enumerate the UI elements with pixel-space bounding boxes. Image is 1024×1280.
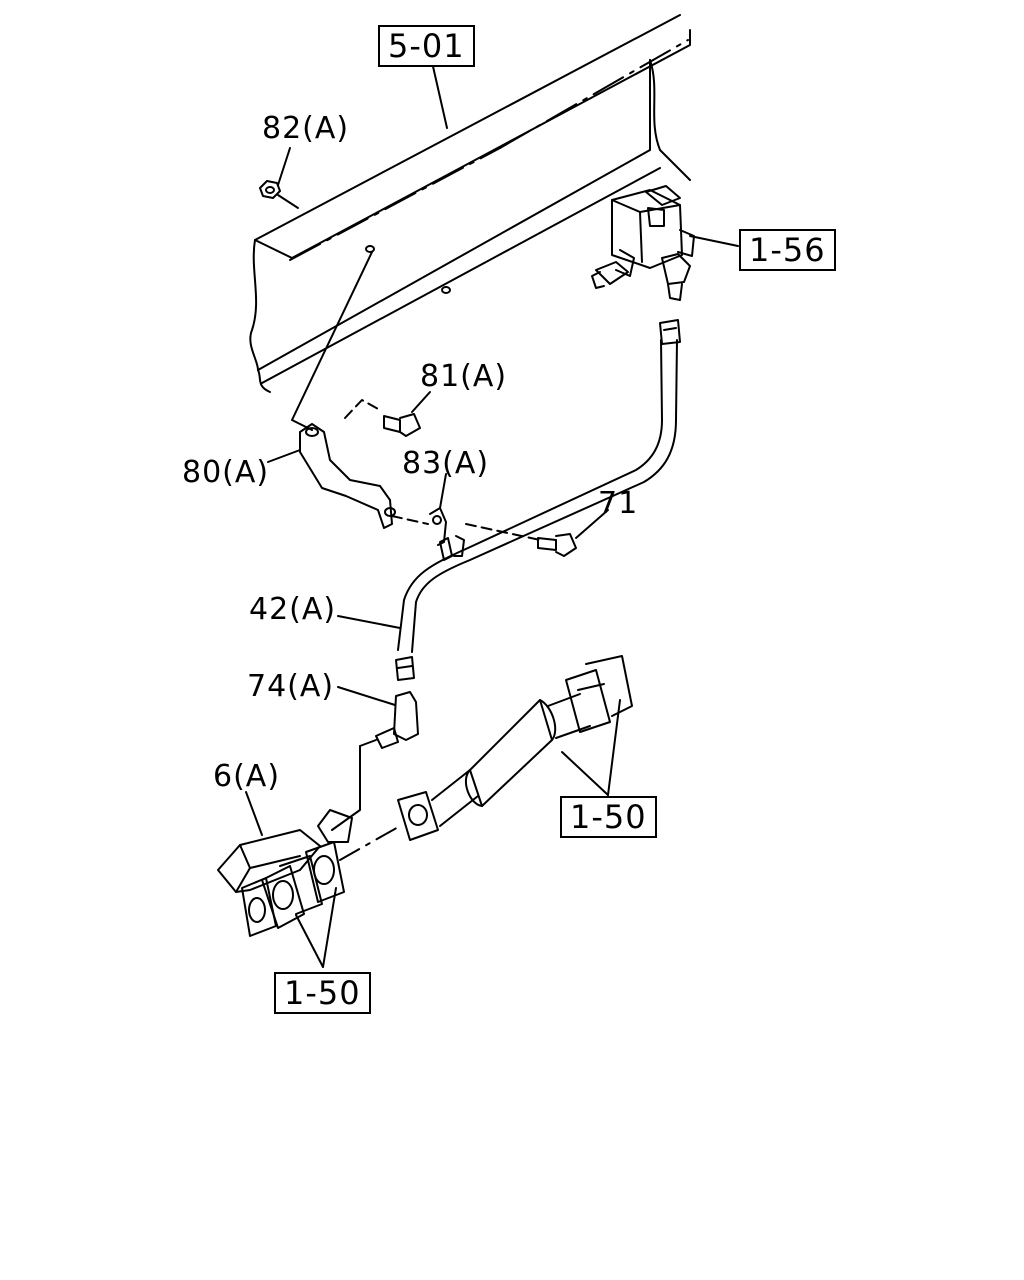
callout-82a: 82(A)	[262, 111, 350, 146]
ref-1-50-bottom: 1-50	[274, 972, 371, 1014]
callout-83a: 83(A)	[402, 446, 490, 481]
ref-1-56: 1-56	[739, 229, 836, 271]
callout-74a: 74(A)	[247, 669, 335, 704]
frame-rail	[249, 14, 691, 393]
clip-83a	[429, 507, 465, 561]
exhaust-pipe-1-50	[397, 655, 633, 841]
ref-5-01: 5-01	[378, 25, 475, 67]
fitting-74a	[331, 691, 419, 831]
callout-6a: 6(A)	[213, 759, 281, 794]
nut-82a	[259, 180, 281, 199]
leader-lines	[245, 61, 739, 968]
ref-1-50-right: 1-50	[560, 796, 657, 838]
bolt-71	[537, 533, 577, 557]
callout-80a: 80(A)	[182, 455, 270, 490]
bolt-81a	[383, 413, 421, 437]
valve-1-56	[591, 185, 695, 301]
callout-81a: 81(A)	[420, 359, 508, 394]
callout-42a: 42(A)	[249, 592, 337, 627]
bracket-80a	[299, 423, 396, 529]
callout-71: 71	[598, 486, 639, 521]
pipe-42a	[395, 319, 681, 681]
exhaust-brake-6a	[217, 809, 353, 937]
